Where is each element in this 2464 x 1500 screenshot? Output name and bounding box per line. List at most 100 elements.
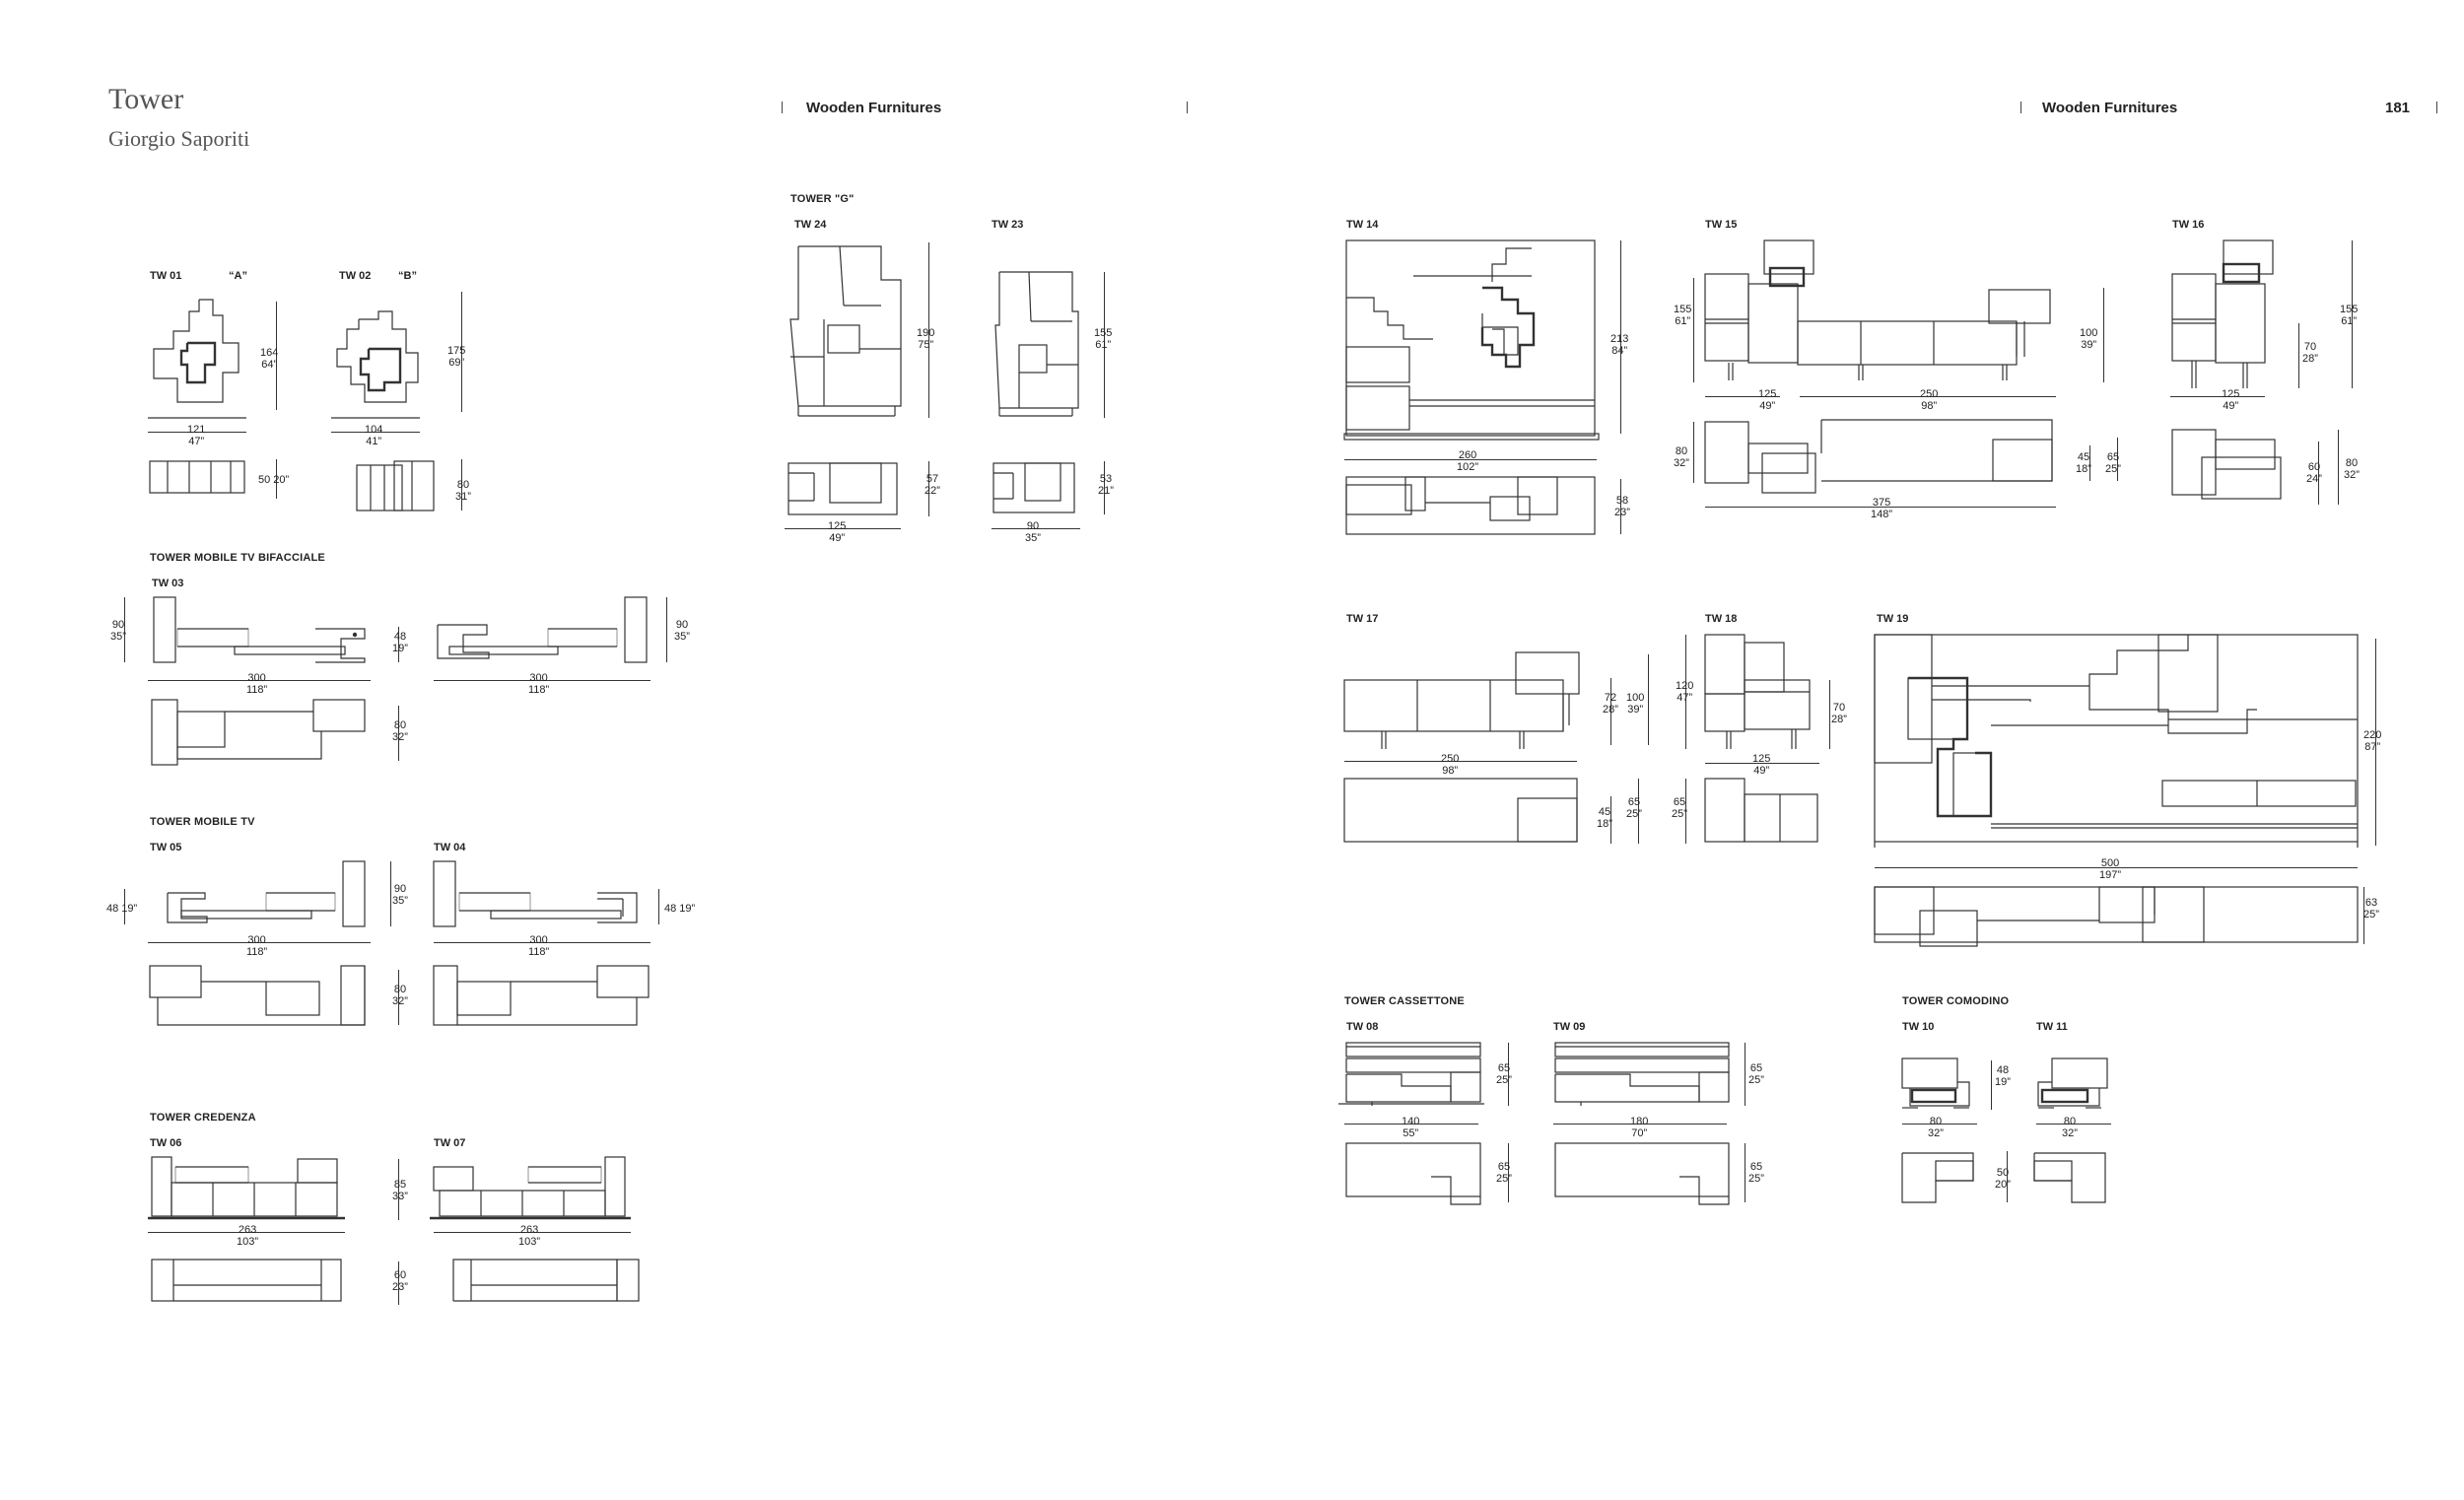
product-code: TW 14 — [1346, 219, 1379, 231]
dim-value-in: 25” — [1496, 1074, 1512, 1086]
dimension-line — [124, 889, 125, 924]
group-heading: TOWER CASSETTONE — [1344, 995, 1465, 1007]
dim-value-in: 32” — [2062, 1127, 2078, 1139]
dimension-line — [434, 680, 650, 681]
tw10-plan-drawing — [1901, 1152, 1974, 1203]
dimension-line — [148, 680, 371, 681]
left-section-header: Wooden Furnitures — [806, 100, 942, 116]
dim-value: 80 — [2063, 1116, 2077, 1127]
tw08-plan-drawing — [1345, 1142, 1481, 1205]
dim-value-in: 49” — [829, 532, 846, 544]
dimension-line — [1902, 1124, 1977, 1125]
tw15-front-drawing — [1704, 239, 2051, 380]
dim-value: 213 — [1610, 333, 1629, 345]
tw06-front-drawing — [148, 1156, 345, 1220]
dim-value-in: 98” — [1921, 400, 1938, 412]
dim-value-in: 197” — [2099, 869, 2122, 881]
dimension-line — [1648, 654, 1649, 745]
tw18-plan-drawing — [1704, 778, 1818, 843]
dimension-line — [928, 461, 929, 516]
dimension-line — [1875, 867, 2358, 868]
dim-value: 300 — [247, 672, 266, 684]
dimension-line — [2338, 430, 2339, 505]
dim-value-in: 61” — [2341, 315, 2358, 327]
group-heading: TOWER CREDENZA — [150, 1112, 256, 1124]
dim-value: 58 — [1615, 495, 1629, 507]
dim-value: 175 — [447, 345, 466, 357]
right-section-header: Wooden Furnitures — [2042, 100, 2178, 116]
dimension-line — [1685, 635, 1686, 749]
dimension-line — [1991, 1060, 1992, 1110]
dimension-line — [1620, 240, 1621, 434]
dim-value: 125 — [2222, 388, 2240, 400]
tw16-plan-drawing — [2171, 429, 2282, 500]
dim-value-in: 19” — [1995, 1076, 2011, 1088]
dim-value-in: 18” — [2076, 463, 2091, 475]
dim-value: 60 — [2307, 461, 2321, 473]
dim-value: 48 — [1996, 1064, 2010, 1076]
tw02-plan-drawing — [356, 460, 435, 511]
dimension-line — [666, 597, 667, 662]
dim-value-in: 39” — [1627, 704, 1644, 716]
dim-value: 220 — [2363, 729, 2382, 741]
header-divider — [2020, 102, 2021, 113]
dimension-line — [148, 432, 246, 433]
dimension-line — [390, 861, 391, 926]
tw04-plan-drawing — [433, 965, 650, 1026]
dim-value: 104 — [365, 424, 383, 436]
dim-value-in: 19” — [392, 643, 408, 654]
dim-value: 90 — [393, 883, 407, 895]
page-number: 181 — [2385, 100, 2411, 116]
dim-value-in: 103” — [518, 1236, 541, 1248]
dim-value-in: 61” — [1675, 315, 1691, 327]
dimension-line — [1610, 796, 1611, 844]
dimension-line — [1344, 1124, 1478, 1125]
dim-value: 263 — [238, 1224, 257, 1236]
dim-value-in: 25” — [1496, 1173, 1512, 1185]
dim-value: 45 — [1598, 806, 1611, 818]
tw15-plan-drawing — [1704, 419, 2053, 494]
dimension-line — [1693, 422, 1694, 483]
dimension-line — [1344, 761, 1577, 762]
dim-value-in: 103” — [237, 1236, 259, 1248]
header-divider — [2436, 102, 2437, 113]
dim-value-in: 25” — [2105, 463, 2121, 475]
dim-value-in: 70” — [1631, 1127, 1648, 1139]
dim-value: 80 — [393, 719, 407, 731]
dim-value: 65 — [1673, 796, 1686, 808]
dim-value: 53 — [1099, 473, 1113, 485]
dim-value: 48 — [393, 631, 407, 643]
dimension-line — [148, 1232, 345, 1233]
page-title: Tower — [108, 83, 184, 115]
tw14-front-drawing — [1343, 239, 1600, 441]
dimension-line — [2007, 1151, 2008, 1202]
dim-value-in: 47” — [1677, 692, 1693, 704]
dim-value: 121 — [187, 424, 206, 436]
dimension-line — [2318, 442, 2319, 505]
dim-value: 140 — [1402, 1116, 1420, 1127]
dim-value: 90 — [111, 619, 125, 631]
dim-value-in: 49” — [1753, 765, 1770, 777]
dim-value: 80 — [2345, 457, 2359, 469]
dim-value-in: 84” — [1611, 345, 1628, 357]
